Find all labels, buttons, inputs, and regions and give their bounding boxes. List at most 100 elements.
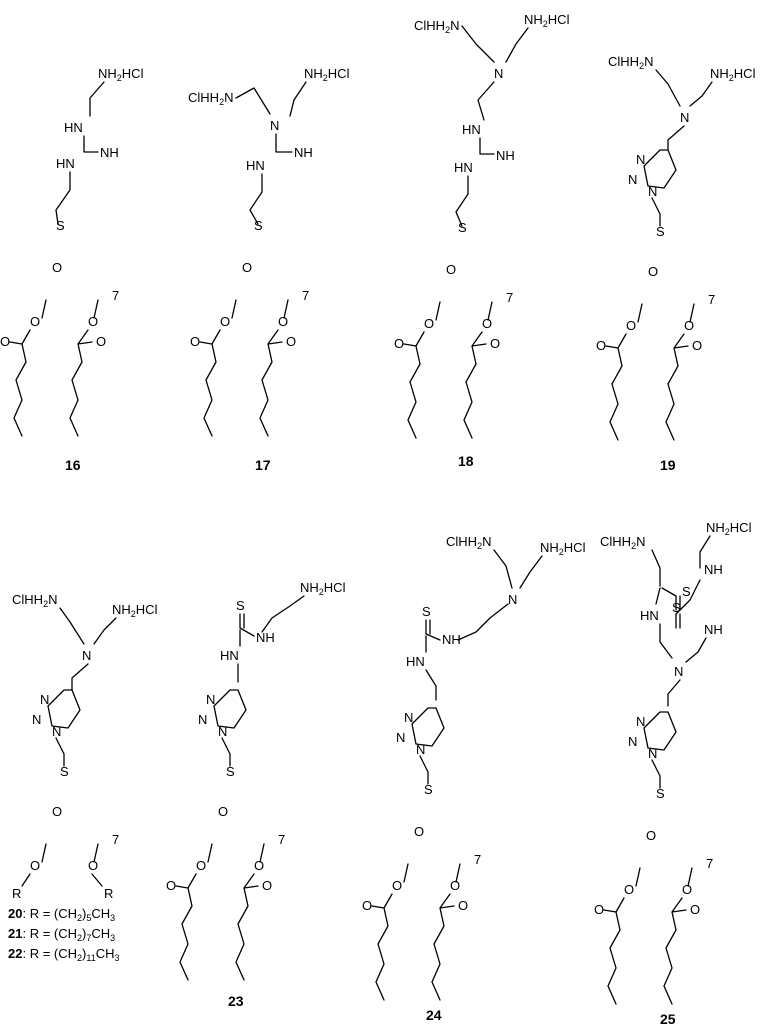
sulfur-label: S	[672, 600, 681, 615]
ring-oxygen-label: O	[648, 264, 658, 279]
nitrogen-label: N	[494, 66, 503, 81]
amine-hcl-label: NH2HCl	[300, 580, 346, 597]
sulfur-label: S	[424, 782, 433, 797]
compound-number: 25	[660, 1011, 676, 1027]
ester-oxygen-label: O	[196, 858, 206, 873]
r-group-label: R	[104, 886, 113, 901]
hn-label: HN	[64, 120, 83, 135]
repeat-count-label: 7	[506, 290, 513, 305]
nitrogen-label: N	[198, 712, 207, 727]
hn-label: HN	[454, 160, 473, 175]
ester-oxygen-label: O	[30, 314, 40, 329]
carbonyl-oxygen-label: O	[394, 336, 404, 351]
compound-17: ClHH2N NH2HCl N NH HN S O 7 O O O O 17	[188, 66, 350, 473]
nh-label: NH	[256, 630, 275, 645]
ring-oxygen-label: O	[414, 824, 424, 839]
sulfur-label: S	[236, 598, 245, 613]
r-group-label: R	[12, 886, 21, 901]
r-group-definition: 22: R = (CH2)11CH3	[8, 946, 120, 963]
nitrogen-label: N	[636, 152, 645, 167]
ring-oxygen-label: O	[52, 804, 62, 819]
carbonyl-oxygen-label: O	[262, 878, 272, 893]
ester-oxygen-label: O	[254, 858, 264, 873]
nitrogen-label: N	[52, 724, 61, 739]
nh-label: NH	[704, 622, 723, 637]
sulfur-label: S	[656, 786, 665, 801]
ester-oxygen-label: O	[424, 316, 434, 331]
sulfur-label: S	[656, 224, 665, 239]
nitrogen-label: N	[206, 692, 215, 707]
nh-label: NH	[100, 145, 119, 160]
repeat-count-label: 7	[278, 832, 285, 847]
r-group-definition: 20: R = (CH2)5CH3	[8, 906, 115, 923]
ester-oxygen-label: O	[450, 878, 460, 893]
nitrogen-label: N	[636, 714, 645, 729]
nitrogen-label: N	[648, 184, 657, 199]
hn-label: HN	[462, 122, 481, 137]
hn-label: HN	[246, 158, 265, 173]
nitrogen-label: N	[40, 692, 49, 707]
ester-oxygen-label: O	[278, 314, 288, 329]
repeat-count-label: 7	[474, 852, 481, 867]
nitrogen-label: N	[404, 710, 413, 725]
compound-25: ClHH2N NH2HCl S HN NH S NH N N N N S O 7…	[594, 520, 752, 1027]
carbonyl-oxygen-label: O	[594, 902, 604, 917]
nitrogen-label: N	[82, 648, 91, 663]
amine-hcl-label: NH2HCl	[540, 540, 586, 557]
amine-hcl-label: ClHH2N	[12, 592, 57, 609]
compound-23: NH2HCl NH S HN N N N S O 7 O O O O 23	[166, 580, 346, 1009]
nh-label: NH	[294, 145, 313, 160]
nitrogen-label: N	[680, 110, 689, 125]
amine-hcl-label: NH2HCl	[304, 66, 350, 83]
sulfur-label: S	[56, 218, 65, 233]
nh-label: NH	[704, 562, 723, 577]
carbonyl-oxygen-label: O	[458, 898, 468, 913]
ring-oxygen-label: O	[242, 260, 252, 275]
compound-20-22: ClHH2N NH2HCl N N N N S O 7 O O R R 20: …	[8, 592, 158, 963]
nitrogen-label: N	[396, 730, 405, 745]
ester-oxygen-label: O	[684, 318, 694, 333]
amine-hcl-label: NH2HCl	[98, 66, 144, 83]
amine-hcl-label: NH2HCl	[706, 520, 752, 537]
carbonyl-oxygen-label: O	[166, 878, 176, 893]
compound-24: ClHH2N NH2HCl N NH S HN N N N S O 7 O O …	[362, 534, 586, 1023]
sulfur-label: S	[254, 218, 263, 233]
hn-label: HN	[56, 156, 75, 171]
carbonyl-oxygen-label: O	[692, 338, 702, 353]
nh-label: NH	[442, 632, 461, 647]
compound-number: 23	[228, 993, 244, 1009]
compound-number: 24	[426, 1007, 442, 1023]
ester-oxygen-label: O	[626, 318, 636, 333]
repeat-count-label: 7	[706, 856, 713, 871]
amine-hcl-label: ClHH2N	[446, 534, 491, 551]
amine-hcl-label: ClHH2N	[608, 54, 653, 71]
hn-label: HN	[406, 654, 425, 669]
compound-number: 18	[458, 453, 474, 469]
ether-oxygen-label: O	[88, 858, 98, 873]
ring-oxygen-label: O	[646, 828, 656, 843]
r-group-definition: 21: R = (CH2)7CH3	[8, 926, 115, 943]
ether-oxygen-label: O	[30, 858, 40, 873]
sulfur-label: S	[226, 764, 235, 779]
nitrogen-label: N	[674, 664, 683, 679]
repeat-count-label: 7	[708, 292, 715, 307]
amine-hcl-label: ClHH2N	[188, 90, 233, 107]
ester-oxygen-label: O	[624, 882, 634, 897]
carbonyl-oxygen-label: O	[96, 334, 106, 349]
nh-label: NH	[496, 148, 515, 163]
carbonyl-oxygen-label: O	[362, 898, 372, 913]
compound-16: NH2HCl HN NH HN S O 7 O O O O 16	[0, 66, 144, 473]
ester-oxygen-label: O	[392, 878, 402, 893]
compound-number: 17	[255, 457, 271, 473]
amine-hcl-label: ClHH2N	[600, 534, 645, 551]
carbonyl-oxygen-label: O	[596, 338, 606, 353]
carbonyl-oxygen-label: O	[190, 334, 200, 349]
ester-oxygen-label: O	[682, 882, 692, 897]
repeat-count-label: 7	[302, 288, 309, 303]
compound-19: ClHH2N NH2HCl N N N N S O 7 O O O O 19	[596, 54, 756, 473]
compound-number: 19	[660, 457, 676, 473]
ester-oxygen-label: O	[220, 314, 230, 329]
carbonyl-oxygen-label: O	[690, 902, 700, 917]
ring-oxygen-label: O	[218, 804, 228, 819]
nitrogen-label: N	[32, 712, 41, 727]
